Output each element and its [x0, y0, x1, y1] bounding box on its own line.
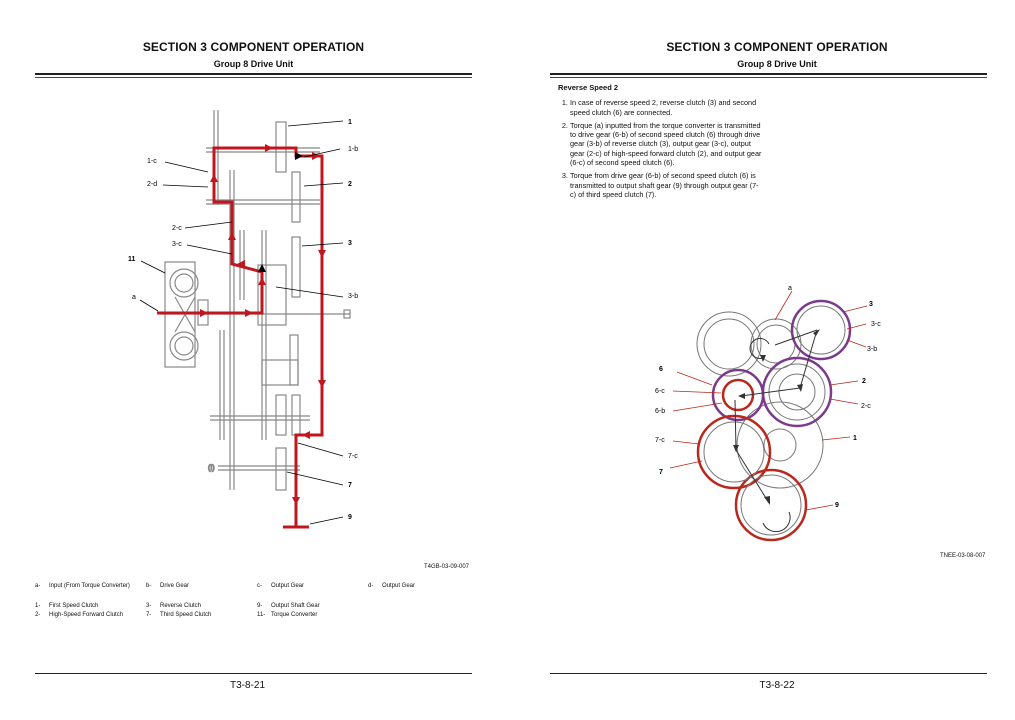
label-6c: 6-c	[655, 388, 665, 395]
gray-gears	[696, 311, 824, 489]
legend-key: 11-	[257, 612, 266, 618]
label-7: 7	[659, 469, 663, 476]
callout-labels: 1 1-b 1-c 2-d 2 2-c 3-c 3 11 3-b a 7-c 7…	[128, 119, 358, 521]
legend-text: Torque Converter	[271, 612, 318, 618]
legend-letter-a: a- Input (From Torque Converter)	[35, 583, 130, 589]
label-2c: 2-c	[861, 403, 871, 410]
label-3c: 3-c	[172, 241, 182, 248]
label-11: 11	[128, 256, 136, 263]
label-9: 9	[348, 514, 352, 521]
legend-text: High-Speed Forward Clutch	[49, 612, 124, 618]
legend-text: Third Speed Clutch	[160, 612, 212, 618]
torque-flow-lines	[734, 329, 818, 533]
label-6: 6	[659, 366, 663, 373]
legend-text: Reverse Clutch	[160, 603, 202, 609]
label-7c: 7-c	[348, 453, 358, 460]
label-3c: 3-c	[871, 321, 881, 328]
body-text: Reverse Speed 2 In case of reverse speed…	[558, 83, 763, 203]
group-title: Group 8 Drive Unit	[213, 59, 294, 69]
legend-text: Drive Gear	[160, 583, 190, 589]
legend-number-2: 2- High-Speed Forward Clutch	[35, 612, 123, 618]
gear-labels: a 3 3-c 3-b 6 6-c 2 2-c 6-b 1 7-c 7 9	[655, 285, 881, 509]
step-item: In case of reverse speed 2, reverse clut…	[570, 98, 763, 117]
legend-number-11: 11- Torque Converter	[257, 612, 317, 618]
right-page: SECTION 3 COMPONENT OPERATION Group 8 Dr…	[507, 0, 1015, 720]
legend-key: b-	[146, 583, 152, 589]
gear-train-diagram: a 3 3-c 3-b 6 6-c 2 2-c 6-b 1 7-c 7 9	[655, 285, 881, 542]
flow-arrows-black	[258, 152, 303, 272]
legend-key: 2-	[35, 612, 41, 618]
footer-rule	[550, 673, 987, 674]
legend-number-7: 7- Third Speed Clutch	[146, 612, 211, 618]
footer-rule	[35, 673, 472, 674]
page-number: T3-8-21	[229, 680, 265, 691]
label-1: 1	[348, 119, 352, 126]
leader-lines	[139, 120, 344, 525]
step-list: In case of reverse speed 2, reverse clut…	[558, 98, 763, 199]
flow-arrows	[200, 144, 326, 505]
label-2c: 2-c	[172, 225, 182, 232]
label-7: 7	[348, 482, 352, 489]
legend-letter-c: c- Output Gear	[257, 583, 304, 589]
section-title: SECTION 3 COMPONENT OPERATION	[142, 40, 365, 54]
legend-number-3: 3- Reverse Clutch	[146, 603, 201, 609]
left-page: SECTION 3 COMPONENT OPERATION Group 8 Dr…	[0, 0, 507, 720]
section-heading: Reverse Speed 2	[558, 83, 619, 92]
legend-key: a-	[35, 583, 41, 589]
header-rule-thin	[550, 77, 987, 78]
page-number: T3-8-22	[759, 680, 795, 691]
svg-text:(!): (!)	[208, 465, 215, 472]
label-1c: 1-c	[147, 158, 157, 165]
step-item: Torque (a) inputted from the torque conv…	[570, 121, 763, 167]
label-1: 1	[853, 435, 857, 442]
figure-code: TNEE-03-08-007	[940, 553, 986, 559]
torque-flow-arrowheads	[733, 329, 820, 505]
label-2d: 2-d	[147, 181, 157, 188]
red-gear-inner	[703, 421, 802, 536]
header-rule-thin	[35, 77, 472, 78]
section-title: SECTION 3 COMPONENT OPERATION	[666, 40, 888, 54]
label-9: 9	[835, 502, 839, 509]
purple-gears	[711, 299, 852, 428]
legend-number-9: 9- Output Shaft Gear	[257, 603, 320, 609]
legend-text: First Speed Clutch	[49, 603, 99, 609]
label-2: 2	[862, 378, 866, 385]
label-a: a	[788, 285, 792, 292]
label-a: a	[132, 294, 136, 301]
legend-key: c-	[257, 583, 262, 589]
label-3b: 3-b	[867, 346, 877, 353]
legend-number-1: 1- First Speed Clutch	[35, 603, 98, 609]
red-gears	[696, 378, 808, 542]
group-title: Group 8 Drive Unit	[737, 59, 817, 69]
label-6b: 6-b	[655, 408, 665, 415]
legend-text: Output Gear	[271, 583, 305, 589]
drive-unit-schematic: (!)	[128, 110, 358, 529]
legend-key: 9-	[257, 603, 263, 609]
label-3b: 3-b	[348, 293, 358, 300]
header-rule	[35, 73, 472, 75]
label-3: 3	[348, 240, 352, 247]
legend-letter-b: b- Drive Gear	[146, 583, 189, 589]
legend-key: 1-	[35, 603, 41, 609]
header-rule	[550, 73, 987, 75]
label-7c: 7-c	[655, 437, 665, 444]
legend-text: Input (From Torque Converter)	[49, 583, 130, 589]
label-2: 2	[348, 181, 352, 188]
legend-text: Output Shaft Gear	[271, 603, 320, 609]
legend-key: 7-	[146, 612, 152, 618]
step-item: Torque from drive gear (6-b) of second s…	[570, 171, 763, 199]
figure-code: T4GB-03-09-007	[424, 564, 470, 570]
legend-letter-d: d- Output Gear	[368, 583, 415, 589]
legend-key: 3-	[146, 603, 152, 609]
legend-text: Output Gear	[382, 583, 416, 589]
legend-key: d-	[368, 583, 374, 589]
label-1b: 1-b	[348, 146, 358, 153]
leader-lines	[669, 290, 868, 511]
label-3: 3	[869, 301, 873, 308]
